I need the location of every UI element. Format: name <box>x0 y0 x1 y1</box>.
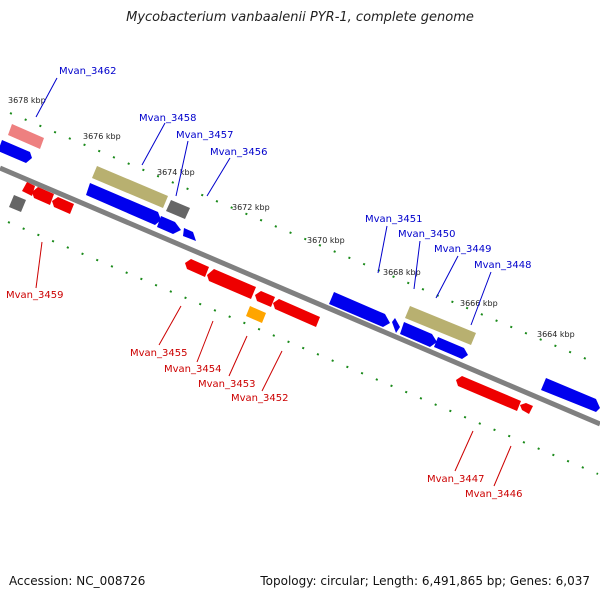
gene-label-mvan-3450[interactable]: Mvan_3450 <box>398 229 455 240</box>
gene-feature-reverse[interactable] <box>456 376 521 411</box>
gene-label-mvan-3459[interactable]: Mvan_3459 <box>6 290 63 301</box>
kbp-label-3668: 3668 kbp <box>383 268 421 277</box>
lower-tick-row <box>7 221 599 475</box>
leader-line <box>141 122 166 166</box>
gene-feature-forward[interactable] <box>392 318 400 333</box>
leader-line <box>196 320 214 363</box>
kbp-label-3676: 3676 kbp <box>83 132 121 141</box>
leader-line <box>413 240 421 290</box>
gene-feature-forward[interactable] <box>329 292 390 327</box>
gene-feature-reverse[interactable] <box>255 291 275 307</box>
gene-label-mvan-3458[interactable]: Mvan_3458 <box>139 113 196 124</box>
gene-feature-reverse[interactable] <box>52 197 74 214</box>
gene-feature-forward[interactable] <box>400 322 437 347</box>
gene-feature-reverse[interactable] <box>185 259 209 277</box>
gene-label-mvan-3452[interactable]: Mvan_3452 <box>231 393 288 404</box>
gene-label-mvan-3447[interactable]: Mvan_3447 <box>427 474 484 485</box>
kbp-label-3672: 3672 kbp <box>232 203 270 212</box>
accession-text: Accession: NC_008726 <box>9 574 146 588</box>
gene-feature-reverse[interactable] <box>32 187 54 205</box>
gene-label-mvan-3457[interactable]: Mvan_3457 <box>176 130 233 141</box>
gene-label-mvan-3454[interactable]: Mvan_3454 <box>164 364 221 375</box>
leader-line <box>35 241 43 289</box>
leader-line <box>158 305 182 346</box>
gene-feature-rna[interactable] <box>246 306 266 323</box>
leader-line <box>175 140 189 197</box>
map-title: Mycobacterium vanbaalenii PYR-1, complet… <box>126 10 474 25</box>
gene-feature-reverse[interactable] <box>273 299 320 327</box>
pseudogene-feature[interactable] <box>8 124 44 149</box>
leader-line <box>493 445 512 487</box>
gene-label-mvan-3456[interactable]: Mvan_3456 <box>210 147 267 158</box>
gene-label-mvan-3455[interactable]: Mvan_3455 <box>130 348 187 359</box>
leader-line <box>377 225 388 274</box>
gene-feature-reverse[interactable] <box>22 182 35 196</box>
gene-feature-forward[interactable] <box>157 216 181 234</box>
genome-summary-text: Topology: circular; Length: 6,491,865 bp… <box>260 574 590 588</box>
leader-line <box>435 255 459 299</box>
upper-tick-row <box>9 112 599 365</box>
gene-feature-forward[interactable] <box>86 183 161 225</box>
gene-label-mvan-3453[interactable]: Mvan_3453 <box>198 379 255 390</box>
gene-label-mvan-3451[interactable]: Mvan_3451 <box>365 214 422 225</box>
kbp-label-3664: 3664 kbp <box>537 330 575 339</box>
leader-line <box>228 335 248 377</box>
gene-feature-forward[interactable] <box>183 228 196 241</box>
gene-label-mvan-3462[interactable]: Mvan_3462 <box>59 66 116 77</box>
kbp-label-3674: 3674 kbp <box>157 168 195 177</box>
gene-feature-forward[interactable] <box>434 337 468 359</box>
genome-backbone <box>0 165 600 427</box>
gene-feature-other[interactable] <box>9 195 26 212</box>
kbp-label-3678: 3678 kbp <box>8 96 46 105</box>
gene-feature-forward[interactable] <box>0 140 32 163</box>
leader-line <box>454 430 474 472</box>
gene-label-mvan-3446[interactable]: Mvan_3446 <box>465 489 522 500</box>
kbp-label-3670: 3670 kbp <box>307 236 345 245</box>
leader-line <box>261 350 283 392</box>
gene-feature-forward[interactable] <box>541 378 600 412</box>
gene-feature-other[interactable] <box>166 200 190 219</box>
leader-line <box>470 271 492 326</box>
pseudogene-feature[interactable] <box>92 166 168 208</box>
gene-label-mvan-3448[interactable]: Mvan_3448 <box>474 260 531 271</box>
leader-line <box>206 157 231 197</box>
leader-line <box>35 77 58 118</box>
gene-label-mvan-3449[interactable]: Mvan_3449 <box>434 244 491 255</box>
pseudogene-feature[interactable] <box>405 306 476 345</box>
gene-feature-reverse[interactable] <box>207 269 256 299</box>
gene-feature-reverse[interactable] <box>520 403 533 414</box>
